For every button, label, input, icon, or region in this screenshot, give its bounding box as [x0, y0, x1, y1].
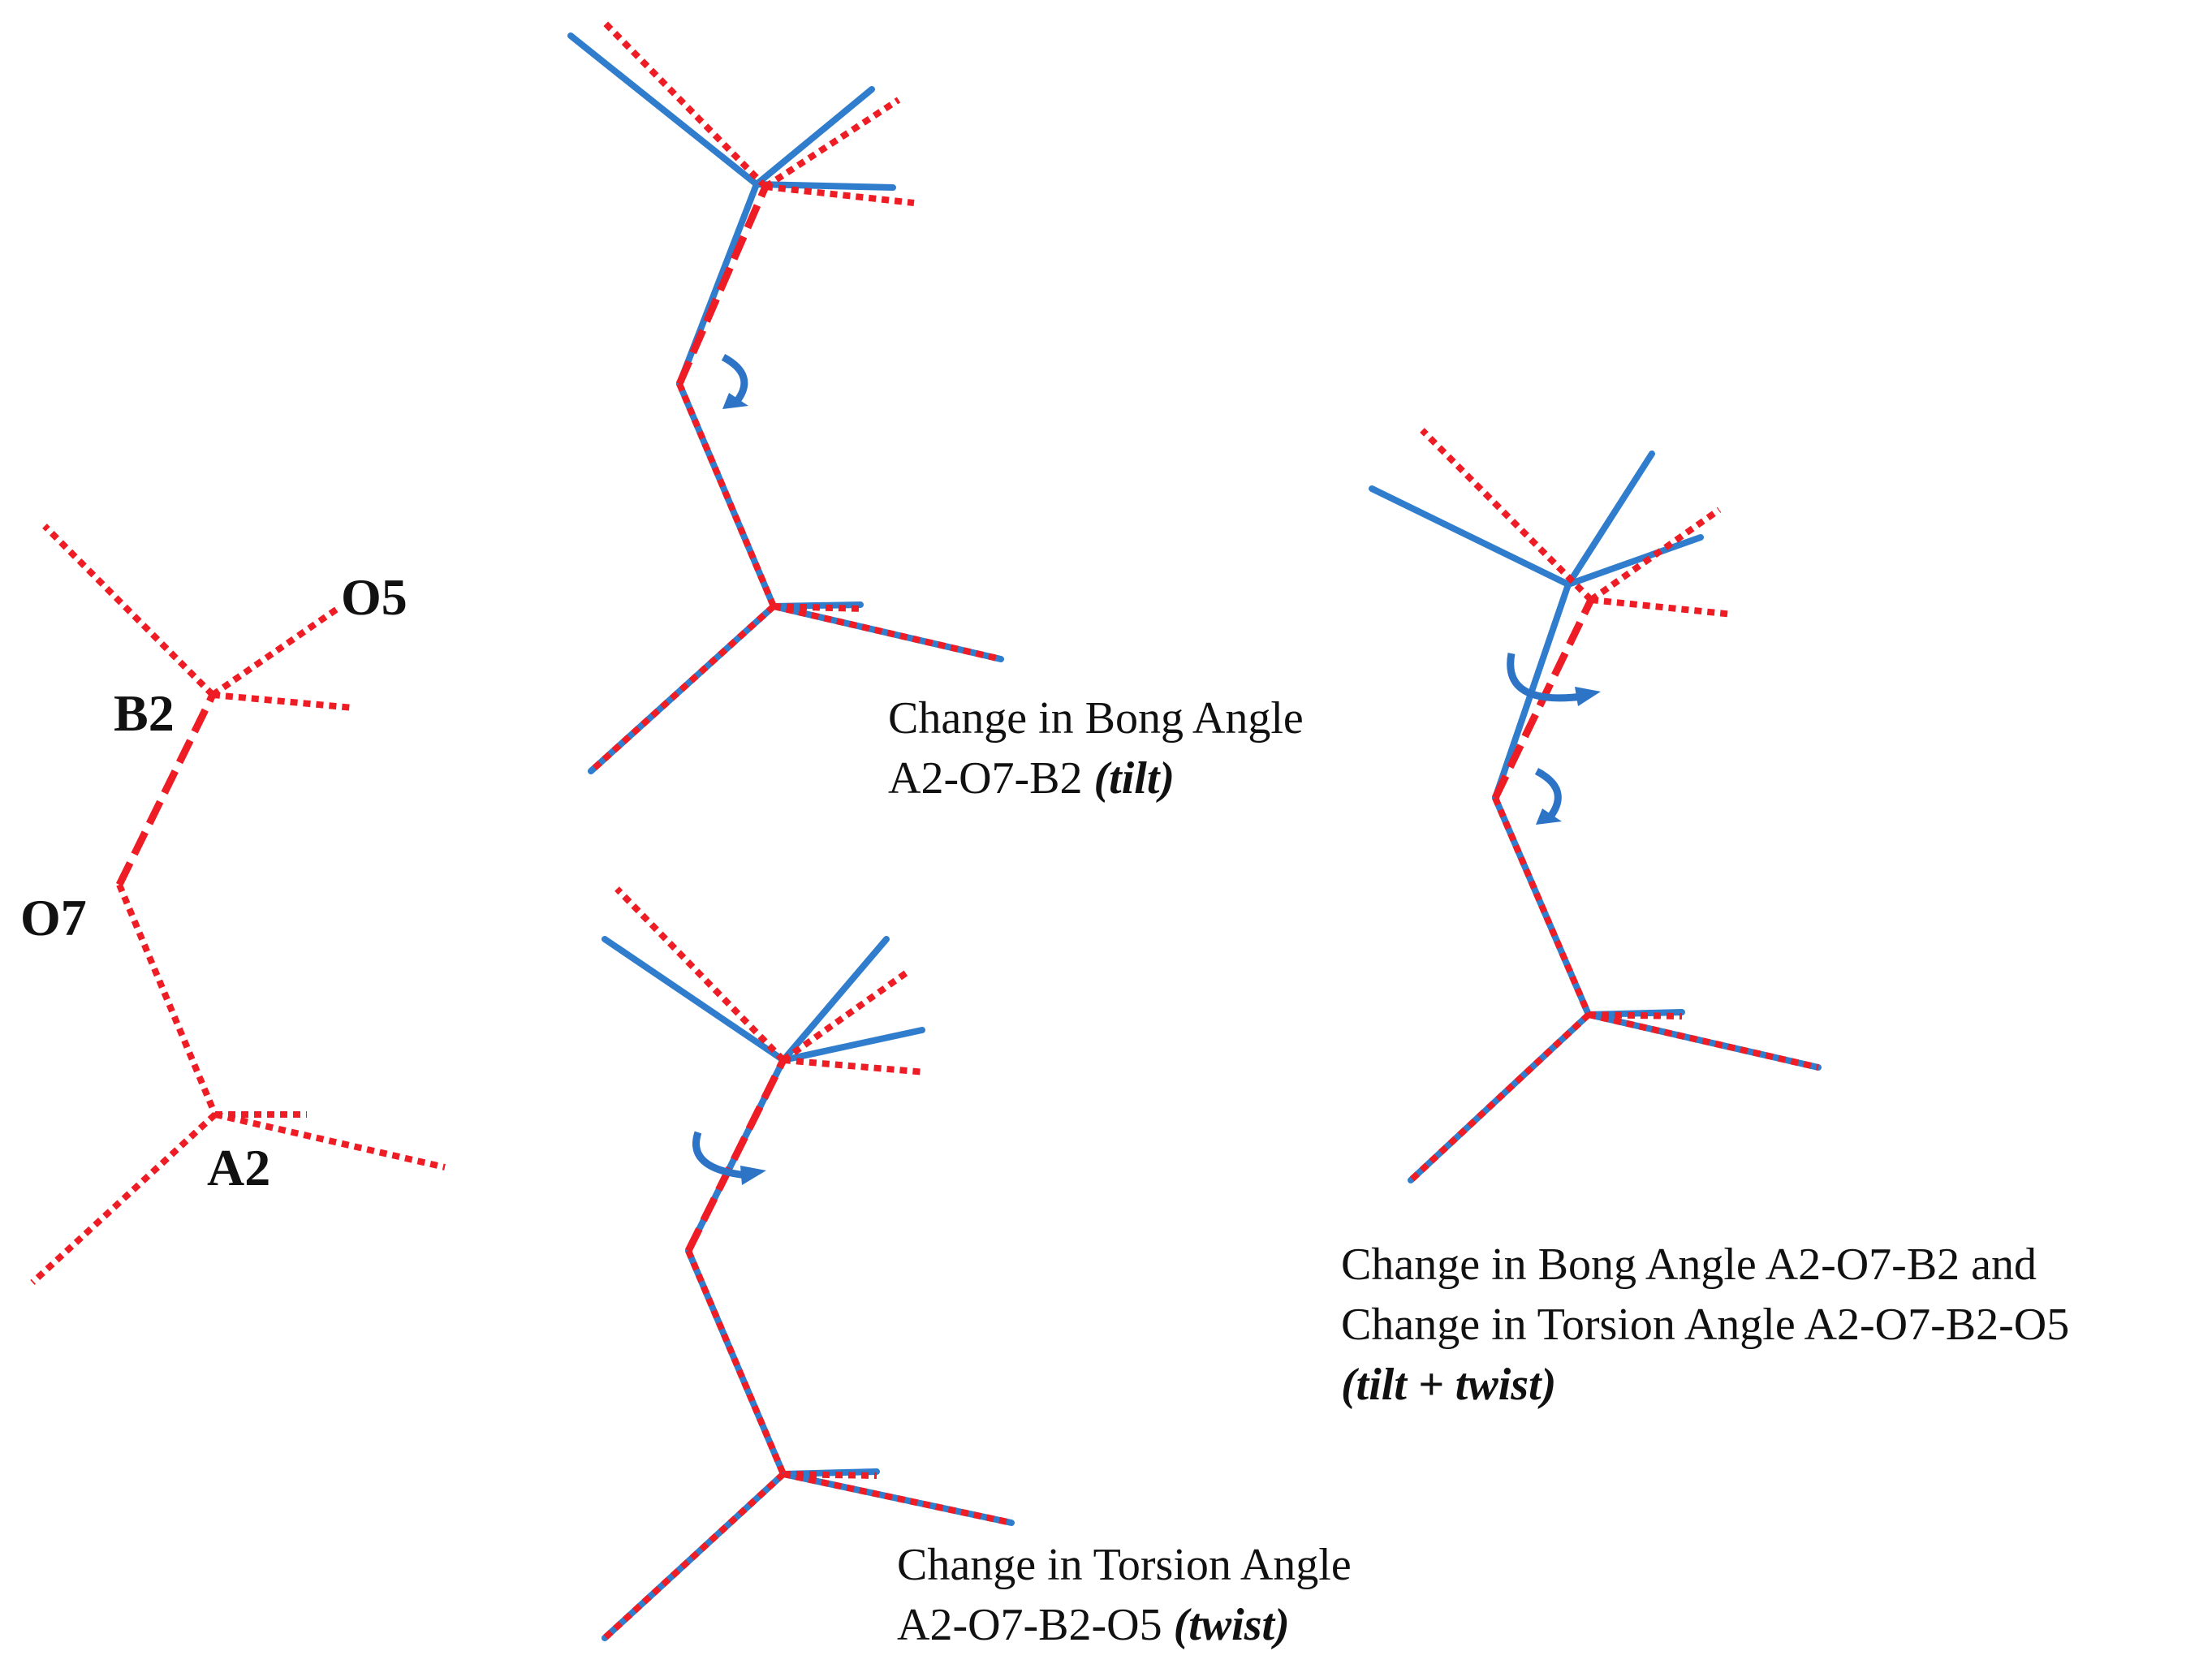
bond-b2-right [212, 692, 354, 711]
tilt-modified-bonds [567, 32, 1004, 774]
tt-red-right [1590, 597, 1734, 618]
bond-b2-upper-left [42, 524, 215, 697]
tt-red-a2-right [1588, 1011, 1819, 1071]
tilt-red-a2-lower-left [589, 604, 776, 774]
caption-tilt-twist-emph: (tilt + twist) [1341, 1360, 1557, 1410]
tt-red-upper-left [1420, 428, 1593, 602]
label-b2: B2 [114, 684, 175, 742]
label-a2: A2 [207, 1139, 270, 1196]
bond-o7-b2-dashed [115, 693, 217, 886]
twist-blue-upper-left [602, 936, 787, 1063]
curved-rotation-arrow-icon [1507, 653, 1601, 706]
twist-red-a2-lower-left [602, 1472, 786, 1640]
caption-twist-emph: (twist) [1173, 1600, 1290, 1650]
tt-blue-right [1565, 534, 1704, 588]
tilt-twist-structure [1369, 428, 1822, 1183]
tilt-blue-upper-right [753, 86, 875, 188]
tilt-blue-right [753, 181, 896, 191]
tilt-reference-bonds [589, 18, 1002, 774]
tilt-structure [567, 18, 1004, 774]
twist-red-a2-right-short [783, 1471, 877, 1479]
bond-a2-right [214, 1111, 446, 1170]
tt-red-a2-lower-left [1408, 1012, 1591, 1183]
caption-tilt-line2-text: A2-O7-B2 [888, 753, 1083, 804]
caption-twist-line2: A2-O7-B2-O5 (twist) [897, 1595, 1352, 1655]
caption-twist-line1: Change in Torsion Angle [897, 1540, 1352, 1590]
caption-twist: Change in Torsion Angle A2-O7-B2-O5 (twi… [897, 1535, 1352, 1655]
tilt-twist-reference-bonds [1408, 428, 1819, 1183]
caption-tilt: Change in Bong Angle A2-O7-B2 (tilt) [888, 688, 1304, 808]
curved-rotation-arrow-icon [1534, 768, 1562, 825]
reference-structure: B2 O5 O7 A2 [20, 524, 446, 1285]
tilt-red-a2-right-short [773, 603, 865, 612]
tilt-red-o7-a2 [676, 382, 777, 608]
tilt-blue-a2-right [770, 603, 1004, 662]
tilt-twist-modified-bonds [1369, 450, 1822, 1183]
caption-tilt-twist: Change in Bong Angle A2-O7-B2 and Change… [1341, 1235, 2069, 1415]
twist-blue-a2-right [780, 1471, 1015, 1526]
twist-red-upper-left [614, 886, 786, 1063]
tilt-red-upper-left [600, 18, 768, 189]
caption-tilt-line1: Change in Bong Angle [888, 693, 1304, 744]
curved-rotation-arrow-icon [692, 1131, 766, 1185]
curved-rotation-arrow-icon [721, 354, 748, 409]
bond-b2-o5 [210, 603, 343, 698]
tilt-blue-o7-b2 [676, 181, 760, 387]
twist-reference-bonds [602, 886, 1012, 1640]
bond-a2-lower-left [30, 1112, 218, 1285]
twist-red-o7-a2 [685, 1249, 787, 1476]
label-o7: O7 [20, 889, 87, 946]
tilt-blue-upper-left [567, 32, 760, 188]
tt-red-a2-right-short [1588, 1011, 1683, 1020]
tilt-red-o7-b2-dashed [675, 185, 770, 386]
caption-tilt-emph: (tilt) [1093, 753, 1175, 804]
caption-tilt-line2: A2-O7-B2 (tilt) [888, 748, 1304, 808]
tt-red-upper-right [1589, 507, 1722, 603]
bond-o7-a2 [116, 883, 218, 1116]
caption-twist-line2-text: A2-O7-B2-O5 [897, 1600, 1162, 1650]
tt-blue-upper-right [1565, 450, 1655, 588]
tilt-red-upper-right [763, 97, 901, 190]
twist-blue-right [780, 1027, 925, 1063]
caption-tilt-twist-line1: Change in Bong Angle A2-O7-B2 and [1341, 1239, 2037, 1290]
label-o5: O5 [341, 568, 407, 626]
twist-structure [602, 886, 1015, 1641]
tt-red-o7-a2 [1492, 796, 1592, 1016]
twist-blue-upper-right [780, 936, 890, 1063]
reference-bonds-dotted [30, 524, 446, 1285]
caption-tilt-twist-line2: Change in Torsion Angle A2-O7-B2-O5 [1341, 1300, 2070, 1350]
twist-red-o7-b2-dashed [684, 1058, 787, 1253]
tt-blue-upper-left [1369, 485, 1572, 588]
twist-red-right [783, 1057, 926, 1076]
